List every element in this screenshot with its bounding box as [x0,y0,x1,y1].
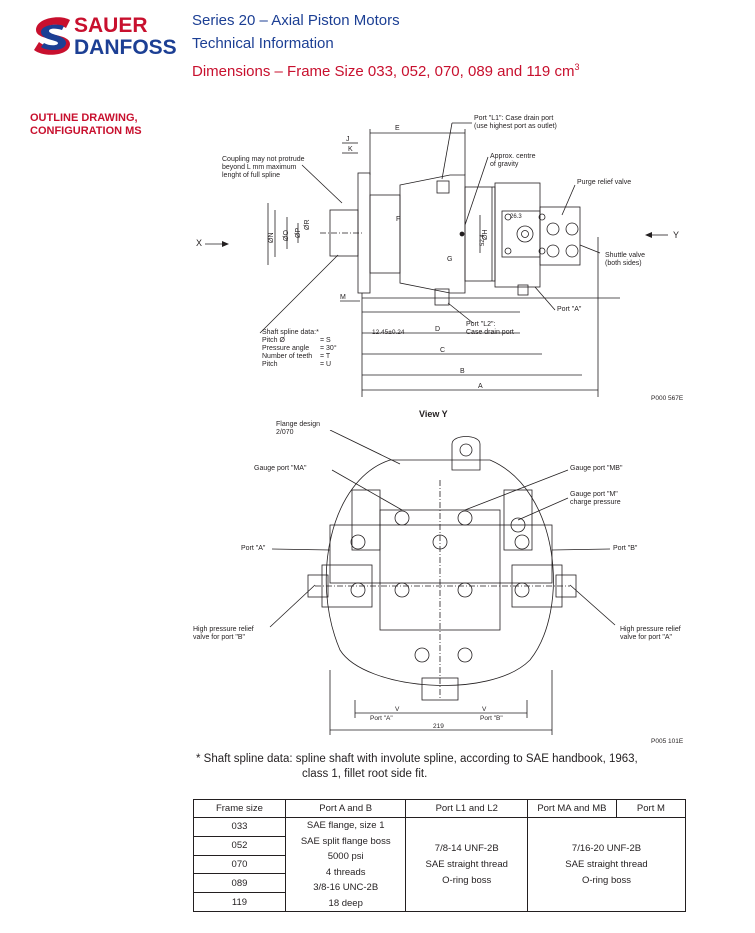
svg-text:K: K [348,146,353,153]
view-y-drawing: V V Port "A" Port "B" 219 [269,430,616,735]
outline-drawing: X Y E J K A B C D M F G ØN ØO ØP ØR ØH 2… [196,122,679,397]
logo-sauer: SAUER [74,14,148,37]
svg-text:C: C [440,347,445,354]
spline-data-label: Shaft spline data:* Pitch Ø= S Pressure … [262,329,337,368]
port-a-view-label: Port "A" [241,545,266,552]
frame-size-cell: 089 [193,873,286,894]
gauge-mb-label: Gauge port "MB" [570,465,623,472]
port-l2-label: Port "L2":Case drain port [466,321,514,336]
x-arrow-icon [222,241,229,247]
svg-text:Port "A": Port "A" [370,715,393,722]
y-arrow-icon [645,232,652,238]
series-title: Series 20 – Axial Piston Motors [192,12,400,29]
purge-valve-label: Purge relief valve [577,179,632,186]
svg-text:219: 219 [433,723,444,730]
th-frame-size: Frame size [193,799,286,818]
th-port-m: Port M [615,799,687,818]
svg-text:D: D [435,326,440,333]
logo-mark-icon [34,17,70,55]
table-row: 119 [193,892,686,912]
view-y-title: View Y [419,409,448,419]
spline-footnote: * Shaft spline data: spline shaft with i… [196,753,638,780]
svg-text:F: F [396,216,400,223]
table-row: 052 [193,835,686,856]
frame-size-cell: 119 [193,892,286,912]
svg-text:26.3: 26.3 [510,214,522,220]
th-port-l: Port L1 and L2 [405,799,528,818]
technical-info-title: Technical Information [192,35,334,52]
svg-text:Port "B": Port "B" [480,715,503,722]
dimensions-title: Dimensions – Frame Size 033, 052, 070, 0… [192,62,580,80]
svg-text:52.4: 52.4 [480,234,486,246]
svg-text:ØN: ØN [268,233,275,244]
svg-text:V: V [395,706,400,713]
gauge-ma-label: Gauge port "MA" [254,465,307,472]
svg-text:J: J [346,136,350,143]
svg-text:ØO: ØO [283,230,290,241]
logo-danfoss: DANFOSS [74,36,177,59]
port-b-view-label: Port "B" [613,545,638,552]
port-a-outline-label: Port "A" [557,306,582,313]
shuttle-valve-label: Shuttle valve(both sides) [605,252,646,267]
svg-text:M: M [340,294,346,301]
svg-text:B: B [460,368,465,375]
outline-code: P000 567E [651,395,684,402]
svg-text:ØR: ØR [304,220,311,231]
section-title: OUTLINE DRAWING, CONFIGURATION MS [30,112,142,137]
sauer-danfoss-logo: SAUER DANFOSS [34,14,177,59]
table-header-row: Frame size Port A and B Port L1 and L2 P… [193,799,687,818]
svg-text:V: V [482,706,487,713]
frame-size-cell: 033 [193,817,286,837]
gauge-m-label: Gauge port "M"charge pressure [570,491,621,506]
port-table: Frame size Port A and B Port L1 and L2 P… [193,799,687,912]
frame-size-cell: 070 [193,854,286,875]
svg-text:ØH: ØH [482,230,489,241]
view-y-code: P005 101E [651,738,684,745]
port-l1-label: Port "L1": Case drain port(use highest p… [474,115,557,130]
svg-text:G: G [447,256,452,263]
svg-text:12.45±0.24: 12.45±0.24 [372,329,405,336]
svg-text:A: A [478,383,483,390]
svg-text:E: E [395,125,400,132]
th-port-ab: Port A and B [284,799,407,818]
svg-text:X: X [196,238,202,248]
th-port-m-ab: Port MA and MB [526,799,617,818]
svg-text:ØP: ØP [295,228,302,238]
svg-text:Y: Y [673,230,679,240]
frame-size-cell: 052 [193,835,286,856]
